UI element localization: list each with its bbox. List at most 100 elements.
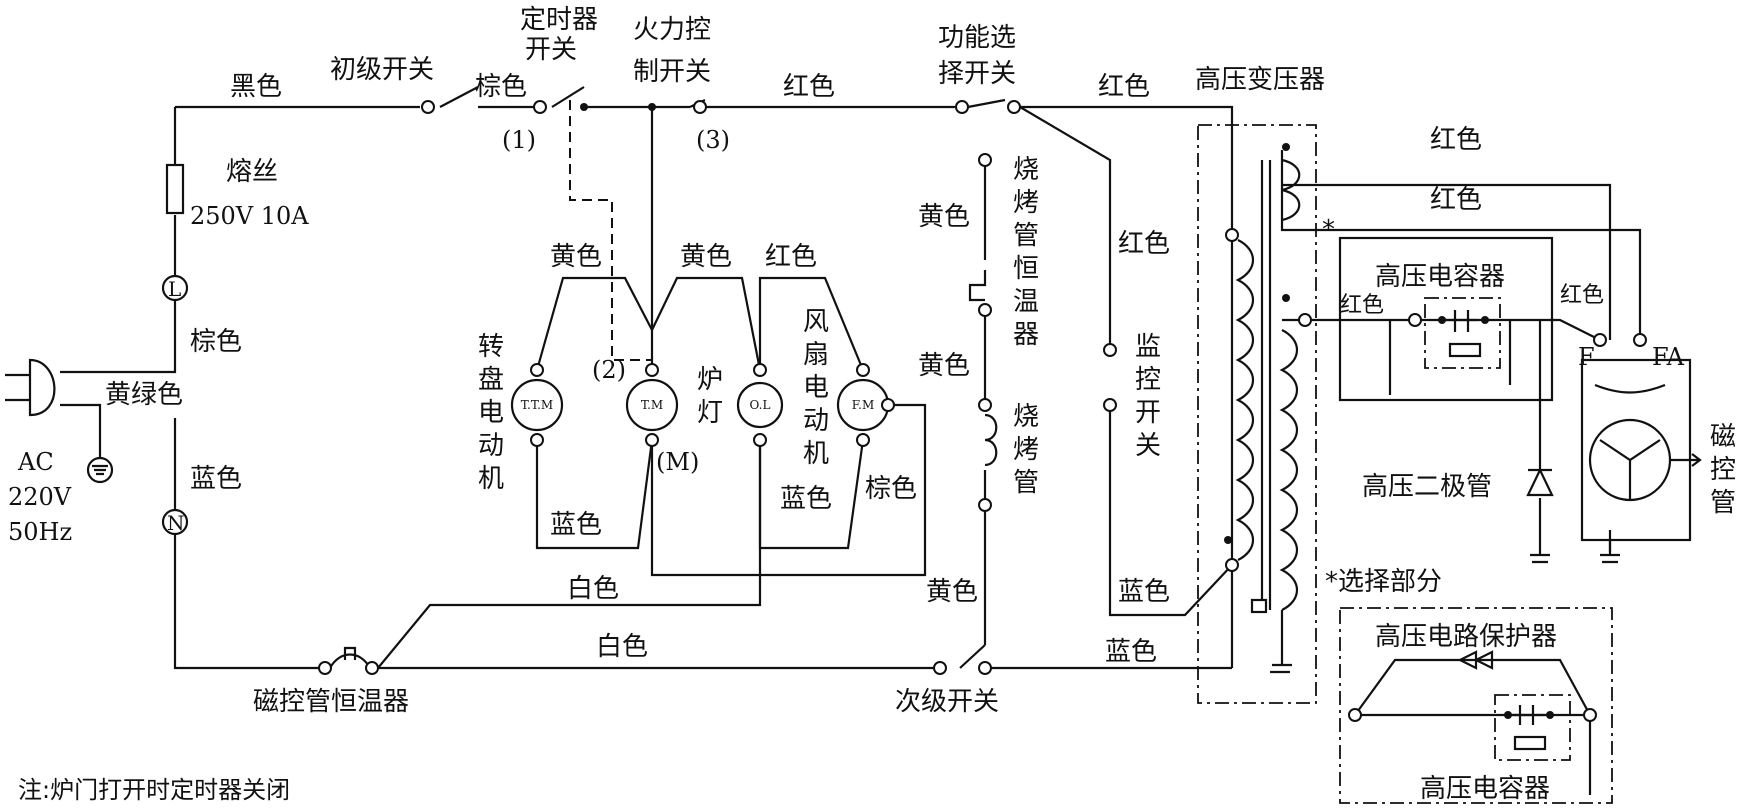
secondary-switch-label: 次级开关 [895,687,999,717]
motors [510,378,890,432]
monitor-switch-label-1: 监 [1135,332,1161,362]
fan-motor-label-3: 电 [803,373,829,403]
monitor-switch-label-4: 关 [1135,431,1161,461]
hv-transformer-label: 高压变压器 [1195,65,1325,95]
wire-red-fan-label: 红色 [765,242,817,272]
labels: 初级开关 定时器 开关 火力控 制开关 功能选 择开关 高压变压器 黑色 棕色 … [8,5,1736,804]
grill-tube-symbol [984,413,998,467]
wire-red-func-label: 红色 [1098,72,1150,102]
fan-motor-label-2: 扇 [803,340,829,370]
optional-star-mark: * [1322,215,1335,245]
grill-thermostat-label-4: 恒 [1013,254,1039,284]
fan-motor-label-4: 动 [803,406,829,436]
wire-blue-left-label: 蓝色 [190,464,242,494]
grill-thermostat-label-5: 温 [1013,287,1039,317]
wire-red-cap-left-label: 红色 [1340,293,1384,318]
wire-yellow-1-label: 黄色 [550,242,602,272]
magnetron-thermostat-label: 磁控管恒温器 [253,687,409,717]
grill-thermostat-symbol [968,270,987,302]
wire-red-cap-right-label: 红色 [1560,283,1604,308]
ttm-label: T.T.M [521,398,553,412]
wire-red-top-label: 红色 [783,72,835,102]
magnetron-thermostat-symbol [329,646,371,669]
magnetron-label-3: 管 [1710,488,1736,518]
terminal-fa-label: FA [1652,343,1685,371]
turntable-motor-label-4: 动 [478,431,504,461]
monitor-switch-label-3: 开 [1135,398,1161,428]
grill-tube-label-1: 烧 [1013,402,1039,432]
power-switch-label-2: 制开关 [633,57,711,87]
wire-white-2-label: 白色 [596,632,648,662]
grill-thermostat-label-6: 器 [1013,320,1039,350]
grill-thermostat-label-3: 管 [1013,221,1039,251]
fan-motor-label-5: 机 [803,439,829,469]
terminal-1-label: (1) [502,126,536,154]
ol-label: O.L [750,398,771,412]
ac-label-2: 220V [8,483,72,511]
fuse-label-2: 250V 10A [190,202,309,230]
wire-yellow-bottom-label: 黄色 [926,577,978,607]
optional-section-label: *选择部分 [1325,567,1442,597]
oven-lamp-label-1: 炉 [697,365,723,395]
hv-protector-label: 高压电路保护器 [1375,622,1557,652]
wire-blue-bottom-label: 蓝色 [1105,637,1157,667]
wire-black-label: 黑色 [230,72,282,102]
wire-yellow-green-label: 黄绿色 [105,380,183,410]
turntable-motor-label-5: 机 [478,464,504,494]
wire-yellow-2-label: 黄色 [680,242,732,272]
footnote: 注:炉门打开时定时器关闭 [18,776,290,804]
fuse-symbol [165,163,185,215]
magnetron-label-1: 磁 [1710,422,1736,452]
monitor-switch-label-2: 控 [1135,365,1161,395]
terminal-m-label: (M) [656,448,699,476]
ac-label-3: 50Hz [8,518,72,546]
wire-blue-1-label: 蓝色 [550,510,602,540]
hv-capacitor-label: 高压电容器 [1375,262,1505,292]
wire-red-right1-label: 红色 [1430,125,1482,155]
wire-blue-2-label: 蓝色 [780,484,832,514]
wire-brown-top-label: 棕色 [475,72,527,102]
grill-thermostat-label-1: 烧 [1013,155,1039,185]
ac-label-1: AC [17,448,54,476]
terminal-2-label: (2) [592,356,626,384]
terminal-l-label: L [168,277,181,301]
wire-red-mid-label: 红色 [1118,229,1170,259]
wire-blue-monitor-label: 蓝色 [1118,577,1170,607]
wire-yellow-grill2-label: 黄色 [918,351,970,381]
grill-tube-label-2: 烤 [1013,435,1039,465]
wires [60,86,1642,670]
terminal-3-label: (3) [696,126,730,154]
magnetron-label-2: 控 [1710,455,1736,485]
wire-brown-fan-label: 棕色 [865,474,917,504]
hv-capacitor-box [1338,236,1554,564]
primary-switch-label: 初级开关 [330,55,434,85]
hv-capacitor-2-label: 高压电容器 [1420,774,1550,804]
tm-label: T.M [641,398,663,412]
terminals [161,100,1647,722]
turntable-motor-label-2: 盘 [478,365,504,395]
hv-diode-label: 高压二极管 [1362,472,1492,502]
power-plug [5,358,114,484]
timer-mechanical-link [569,100,652,361]
magnetron-symbol [1580,358,1702,564]
oven-lamp-label-2: 灯 [697,398,723,428]
wire-yellow-grill1-label: 黄色 [918,202,970,232]
grill-tube-label-3: 管 [1013,468,1039,498]
terminal-f-label: F [1578,343,1595,371]
function-switch-label-1: 功能选 [938,23,1016,53]
wire-white-1-label: 白色 [567,574,619,604]
timer-switch-label-1: 定时器 [520,5,598,35]
optional-section [1339,607,1613,804]
timer-switch-label-2: 开关 [525,35,577,65]
turntable-motor-label-1: 转 [478,332,504,362]
transformer-box [1197,124,1317,704]
turntable-motor-label-3: 电 [478,398,504,428]
terminal-n-label: N [167,511,185,535]
function-switch-label-2: 择开关 [938,59,1016,89]
fm-label: F.M [852,398,875,412]
grill-thermostat-label-2: 烤 [1013,188,1039,218]
power-switch-label-1: 火力控 [633,15,711,45]
wire-red-right2-label: 红色 [1430,185,1482,215]
fan-motor-label-1: 风 [803,307,829,337]
